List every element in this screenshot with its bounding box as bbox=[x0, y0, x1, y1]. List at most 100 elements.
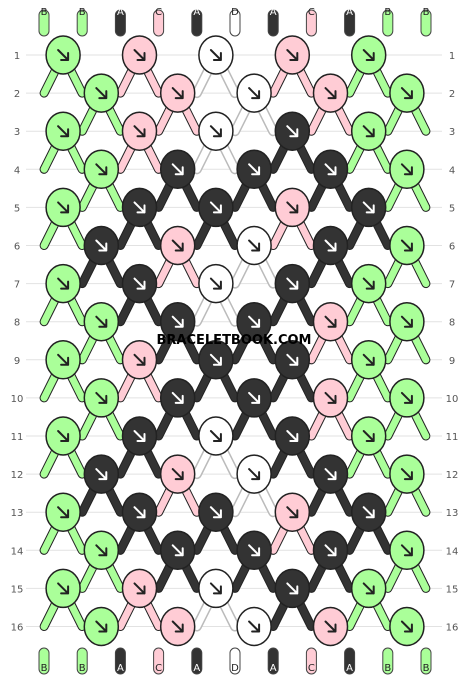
strand-lead bbox=[305, 647, 317, 675]
knot-arrow-icon bbox=[209, 277, 222, 290]
row-label-left: 6 bbox=[14, 242, 20, 253]
strand-label-bottom: B bbox=[423, 663, 430, 674]
row-label-right: 3 bbox=[449, 127, 455, 138]
knot-arrow-icon bbox=[95, 544, 108, 557]
row-label-right: 15 bbox=[446, 584, 459, 595]
row-label-right: 7 bbox=[449, 280, 455, 291]
row-label-left: 3 bbox=[14, 127, 20, 138]
row-label-left: 13 bbox=[11, 508, 24, 519]
strand-lead bbox=[382, 9, 394, 37]
strand-lead bbox=[382, 647, 394, 675]
strand-label-top: D bbox=[231, 7, 239, 18]
strand-lead bbox=[229, 647, 241, 675]
knot-arrow-icon bbox=[286, 277, 299, 290]
knot-arrow-icon bbox=[324, 620, 337, 633]
strand-label-bottom: A bbox=[117, 663, 124, 674]
strand-label-bottom: B bbox=[79, 663, 86, 674]
knot-arrow-icon bbox=[95, 468, 108, 481]
row-label-right: 9 bbox=[449, 356, 455, 367]
row-label-left: 4 bbox=[14, 165, 20, 176]
strand-label-bottom: A bbox=[270, 663, 277, 674]
row-label-right: 16 bbox=[446, 623, 459, 634]
knot-arrow-icon bbox=[324, 468, 337, 481]
strand-label-top: A bbox=[270, 7, 277, 18]
knot-arrow-icon bbox=[95, 87, 108, 100]
strand-label-top: C bbox=[155, 7, 162, 18]
knot-arrow-icon bbox=[133, 49, 146, 61]
knot-arrow-icon bbox=[362, 353, 375, 366]
strand-label-bottom: C bbox=[155, 663, 162, 674]
row-label-left: 5 bbox=[14, 203, 20, 214]
strand-lead bbox=[38, 9, 50, 37]
knot-arrow-icon bbox=[362, 430, 375, 442]
strand-label-top: A bbox=[346, 7, 353, 18]
row-label-left: 1 bbox=[14, 51, 20, 62]
knot-arrow-icon bbox=[95, 163, 108, 176]
knot-arrow-icon bbox=[286, 430, 299, 442]
row-label-left: 10 bbox=[11, 394, 24, 405]
row-label-left: 15 bbox=[11, 584, 24, 595]
row-label-right: 13 bbox=[446, 508, 459, 519]
knot-arrow-icon bbox=[209, 353, 222, 366]
row-label-left: 14 bbox=[11, 546, 24, 557]
knot-arrow-icon bbox=[400, 544, 413, 557]
strand-label-bottom: A bbox=[346, 663, 353, 674]
strand-lead bbox=[267, 647, 279, 675]
knot-arrow-icon bbox=[95, 391, 108, 404]
knot-arrow-icon bbox=[209, 430, 222, 442]
knot-arrow-icon bbox=[57, 49, 70, 61]
knot-arrow-icon bbox=[171, 163, 184, 176]
knot-arrow-icon bbox=[57, 125, 70, 138]
knot-arrow-icon bbox=[362, 506, 375, 519]
knot-arrow-icon bbox=[400, 391, 413, 404]
strand-label-top: B bbox=[384, 7, 391, 18]
strand-lead bbox=[229, 9, 241, 37]
knot-arrow-icon bbox=[362, 49, 375, 61]
knot-arrow-icon bbox=[286, 506, 299, 519]
knot-arrow-icon bbox=[248, 239, 261, 252]
row-label-right: 1 bbox=[449, 51, 455, 62]
strand-lead bbox=[38, 647, 50, 675]
knot-arrow-icon bbox=[171, 239, 184, 252]
strand-lead bbox=[114, 9, 126, 37]
row-label-left: 9 bbox=[14, 356, 20, 367]
strand-label-top: B bbox=[41, 7, 48, 18]
strand-lead bbox=[153, 647, 165, 675]
knot-arrow-icon bbox=[286, 49, 299, 61]
strand-lead bbox=[114, 647, 126, 675]
strand-label-top: A bbox=[117, 7, 124, 18]
knot-arrow-icon bbox=[57, 201, 70, 214]
strand-lead bbox=[267, 9, 279, 37]
knot-arrow-icon bbox=[324, 391, 337, 404]
knot-arrow-icon bbox=[324, 239, 337, 252]
strand-lead bbox=[420, 9, 432, 37]
row-label-left: 16 bbox=[11, 623, 24, 634]
row-label-left: 11 bbox=[11, 432, 24, 443]
knot-arrow-icon bbox=[95, 620, 108, 633]
row-label-right: 11 bbox=[446, 432, 459, 443]
knot-arrow-icon bbox=[95, 315, 108, 328]
knot-arrow-icon bbox=[362, 277, 375, 290]
knot-arrow-icon bbox=[57, 506, 70, 519]
knot-arrow-icon bbox=[324, 87, 337, 100]
strand-lead bbox=[344, 9, 356, 37]
strand-lead bbox=[305, 9, 317, 37]
strand-label-bottom: D bbox=[231, 663, 239, 674]
row-label-left: 2 bbox=[14, 89, 20, 100]
knot-arrow-icon bbox=[95, 239, 108, 252]
knot-arrow-icon bbox=[209, 201, 222, 214]
row-label-right: 14 bbox=[446, 546, 459, 557]
knot-arrow-icon bbox=[133, 506, 146, 519]
knot-arrow-icon bbox=[362, 582, 375, 595]
knot-arrow-icon bbox=[248, 87, 261, 100]
knot-arrow-icon bbox=[286, 201, 299, 214]
strand-label-top: C bbox=[308, 7, 315, 18]
knot-arrow-icon bbox=[400, 620, 413, 633]
knot-arrow-icon bbox=[171, 544, 184, 557]
strand-lead bbox=[420, 647, 432, 675]
knot-grid bbox=[45, 35, 425, 647]
row-label-right: 6 bbox=[449, 242, 455, 253]
knot-arrow-icon bbox=[171, 315, 184, 328]
row-label-right: 8 bbox=[449, 318, 455, 329]
